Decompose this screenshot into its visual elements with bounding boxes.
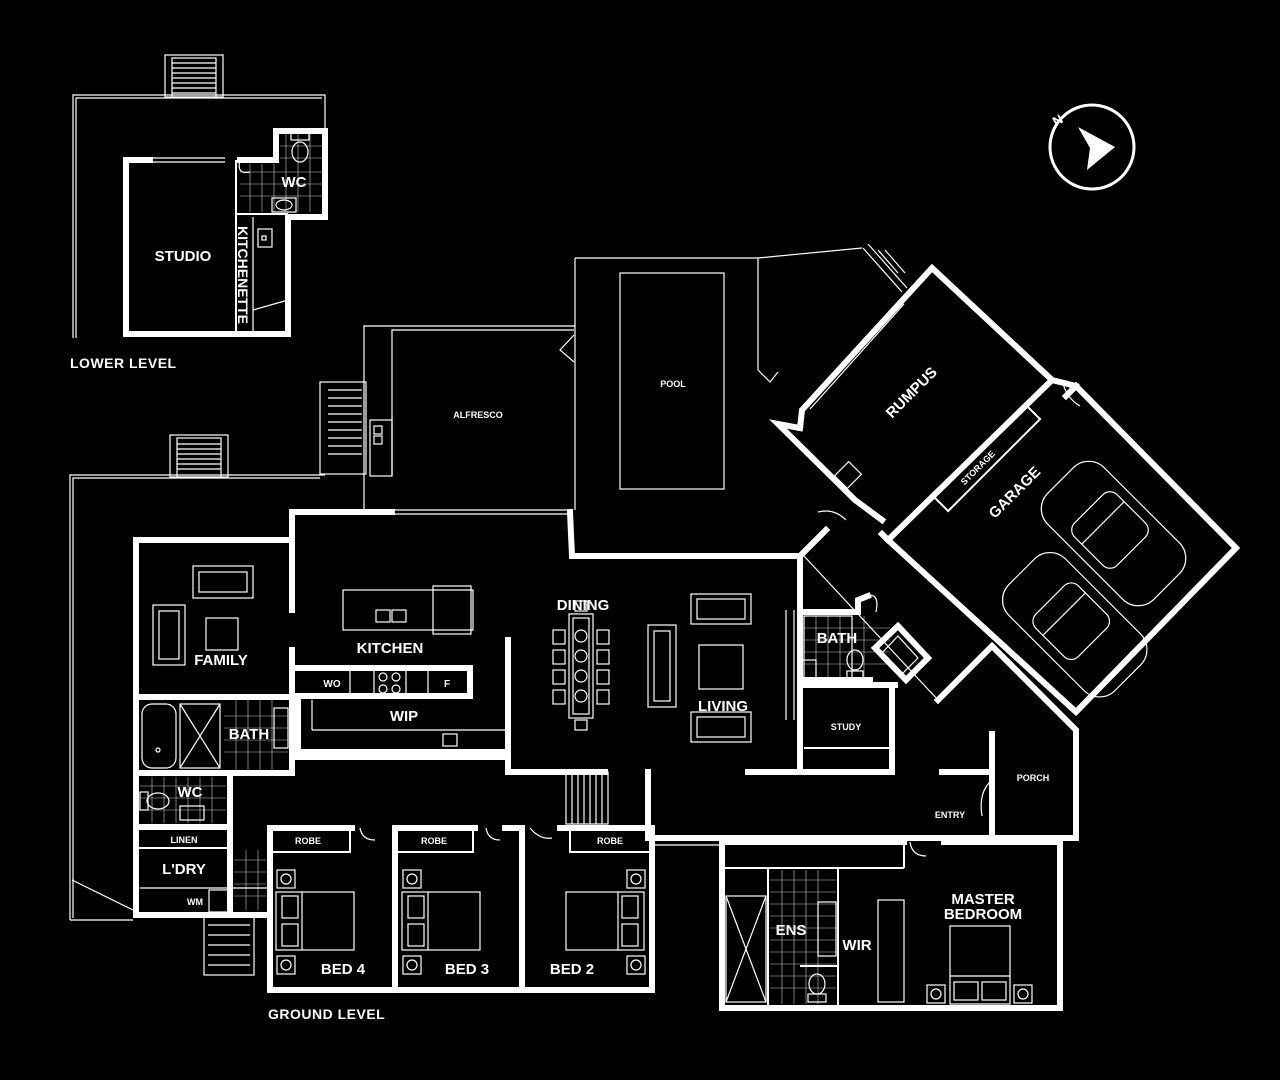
alfresco-stairs — [319, 381, 367, 475]
bathtub-icon — [141, 703, 177, 769]
robe-2-label: ROBE — [597, 836, 623, 846]
family-sofa-icon — [152, 565, 254, 666]
bath-east-label: BATH — [817, 630, 858, 647]
ens-label: ENS — [776, 922, 807, 939]
linen-label: LINEN — [171, 835, 198, 845]
dining-table-icon — [552, 600, 610, 731]
laundry-label: L'DRY — [162, 861, 206, 878]
bath-west-label: BATH — [229, 726, 270, 743]
garage-label: GARAGE — [986, 464, 1045, 523]
cooktop-icon — [378, 672, 401, 694]
dining-label: DINING — [557, 597, 610, 614]
toilet-ground-icon — [139, 791, 170, 811]
laundry-tiles — [234, 850, 266, 910]
bath-east-tiles — [804, 616, 890, 680]
lower-level-title: LOWER LEVEL — [70, 355, 177, 371]
car-icon — [1001, 551, 1148, 698]
porch-label: PORCH — [1017, 773, 1050, 783]
wo-label: WO — [323, 679, 340, 690]
master-label-line1: MASTER — [951, 891, 1015, 908]
wc-lower-label: WC — [282, 174, 307, 191]
entry-label: ENTRY — [935, 810, 965, 820]
toilet-icon — [290, 132, 310, 163]
wc-ground-tiles — [140, 777, 226, 823]
alfresco-label: ALFRESCO — [453, 410, 503, 420]
study-label: STUDY — [831, 722, 862, 732]
fridge-label: F — [444, 679, 450, 690]
kitchen-label: KITCHEN — [357, 640, 424, 657]
robe-3-label: ROBE — [421, 836, 447, 846]
bath-west-tiles — [224, 700, 288, 770]
kitchen-island — [342, 589, 474, 631]
pool-basin — [619, 272, 725, 490]
hall-stairs — [565, 771, 609, 825]
wm-label: WM — [187, 897, 203, 907]
north-arrow-icon — [1078, 127, 1115, 170]
bed-2-label: BED 2 — [550, 961, 594, 978]
lower-level-plan: STUDIO WC KITCHENETTE LOWER LEVEL — [70, 54, 328, 371]
toilet-east-icon — [846, 649, 864, 679]
rumpus-label: RUMPUS — [883, 364, 941, 422]
ground-level-plan: ALFRESCO POOL FAMILY — [69, 243, 1241, 1022]
bed-4-label: BED 4 — [321, 961, 366, 978]
bed-3-icon — [401, 869, 481, 975]
shower-icon — [725, 895, 767, 1003]
compass: N — [1048, 103, 1136, 191]
wip-label: WIP — [390, 708, 418, 725]
north-letter: N — [1050, 111, 1066, 129]
master-bed-icon — [926, 925, 1033, 1005]
living-sofa-icon — [647, 593, 752, 743]
car-icon — [1040, 460, 1187, 607]
toilet-ens-icon — [807, 973, 827, 1003]
bed-3-label: BED 3 — [445, 961, 489, 978]
studio-label: STUDIO — [155, 248, 212, 265]
living-label: LIVING — [698, 698, 748, 715]
ground-level-title: GROUND LEVEL — [268, 1006, 385, 1022]
master-label-line2: BEDROOM — [944, 906, 1022, 923]
bed-2-icon — [565, 869, 646, 975]
basin-icon — [271, 197, 297, 213]
robe-4-label: ROBE — [295, 836, 321, 846]
bed-4-icon — [275, 869, 355, 975]
wc-ground-label: WC — [178, 784, 203, 801]
west-stairs — [169, 434, 229, 478]
wir-label: WIR — [842, 937, 871, 954]
kitchenette-label: KITCHENETTE — [235, 226, 251, 324]
pool-label: POOL — [660, 379, 686, 389]
lower-stairs — [164, 54, 224, 98]
family-label: FAMILY — [194, 652, 248, 669]
